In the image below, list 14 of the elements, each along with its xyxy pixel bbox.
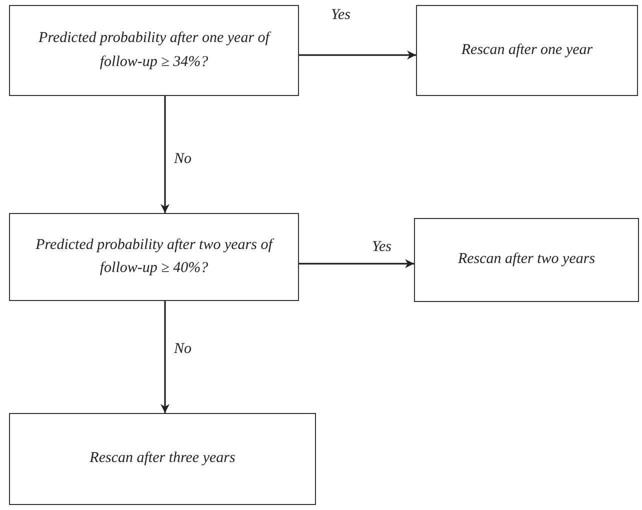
process-box xyxy=(9,5,299,96)
arrow xyxy=(299,50,416,60)
box-text: Rescan after two years xyxy=(458,250,596,270)
box-text: Predicted probability after two years of follow-up ≥ 40%? xyxy=(34,236,276,278)
process-box xyxy=(416,5,638,96)
process-box xyxy=(9,413,316,505)
arrow xyxy=(160,301,170,413)
process-box xyxy=(414,218,639,302)
box-text: Rescan after one year xyxy=(461,40,593,60)
arrow xyxy=(160,96,170,213)
process-box xyxy=(9,213,299,301)
box-text: Rescan after three years xyxy=(90,449,236,468)
arrow xyxy=(299,259,414,268)
box-text: Predicted probability after one year of follow-up ≥ 34%? xyxy=(38,29,272,72)
